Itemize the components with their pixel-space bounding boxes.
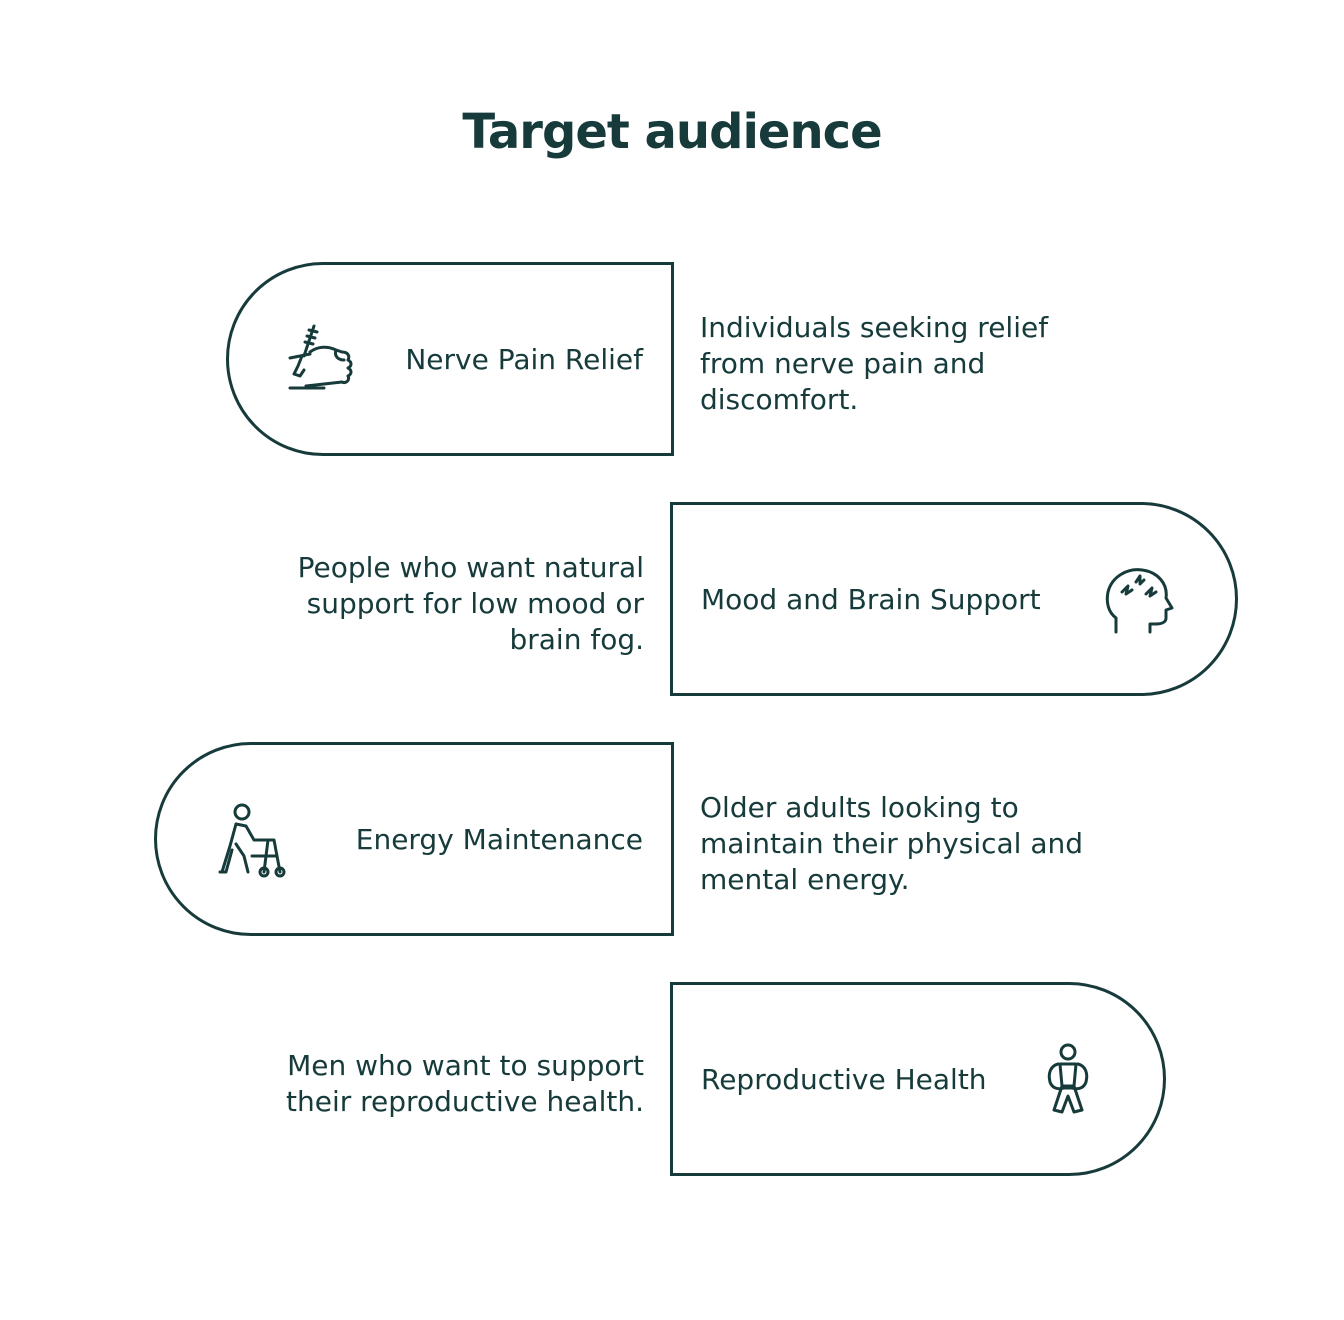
person-walker-icon bbox=[218, 803, 286, 878]
audience-description: Individuals seeking relief from nerve pa… bbox=[700, 311, 1049, 416]
hand-syringe-icon bbox=[288, 324, 353, 390]
audience-card-reproductive: Reproductive Health bbox=[670, 982, 1166, 1176]
card-label: Reproductive Health bbox=[701, 1062, 987, 1096]
card-label: Mood and Brain Support bbox=[701, 582, 1041, 616]
card-label: Nerve Pain Relief bbox=[405, 342, 643, 376]
audience-card-mood-brain: Mood and Brain Support bbox=[670, 502, 1238, 696]
person-covering-groin-icon bbox=[1047, 1043, 1089, 1114]
audience-description: People who want natural support for low … bbox=[297, 551, 644, 656]
audience-description: Men who want to support their reproducti… bbox=[286, 1049, 644, 1118]
audience-description: Older adults looking to maintain their p… bbox=[700, 791, 1084, 896]
head-lightning-icon bbox=[1105, 568, 1174, 634]
page-title: Target audience bbox=[462, 104, 882, 160]
card-label: Energy Maintenance bbox=[355, 822, 643, 856]
audience-card-energy: Energy Maintenance bbox=[154, 742, 674, 936]
